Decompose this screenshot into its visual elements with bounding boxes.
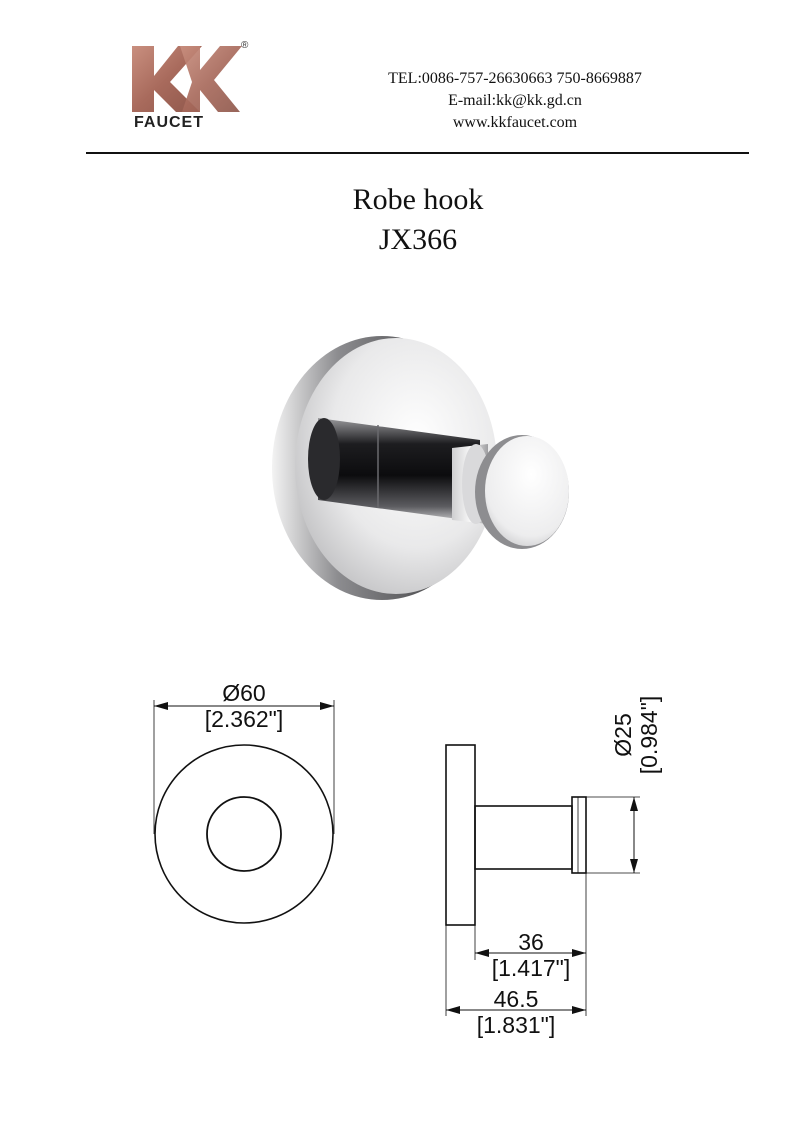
header-divider (86, 152, 749, 154)
product-name: Robe hook (352, 183, 484, 216)
side-view-drawing (445, 744, 640, 1016)
kk-faucet-logo: FAUCET ® (120, 40, 270, 135)
logo-faucet-text: FAUCET (134, 114, 204, 131)
front-view-drawing (153, 700, 335, 924)
kk-logo-mark (132, 46, 242, 112)
knob-diameter-mm: Ø25 (610, 713, 636, 756)
registered-mark: ® (241, 40, 249, 51)
knob-diameter-in: [0.984"] (636, 696, 662, 775)
product-render (272, 336, 569, 600)
contact-email: E-mail:kk@kk.gd.cn (448, 92, 582, 109)
contact-block: TEL:0086-757-26630663 750-8669887 E-mail… (360, 68, 670, 134)
total-depth-mm: 46.5 (494, 986, 539, 1012)
total-depth-in: [1.831"] (477, 1012, 556, 1038)
contact-website: www.kkfaucet.com (452, 114, 578, 131)
stem-length-mm: 36 (518, 929, 544, 955)
stem-length-in: [1.417"] (492, 955, 571, 981)
front-diameter-mm: Ø60 (222, 680, 265, 706)
contact-tel: TEL:0086-757-26630663 750-8669887 (388, 70, 642, 87)
front-diameter-in: [2.362"] (205, 706, 284, 732)
product-model: JX366 (378, 223, 458, 256)
